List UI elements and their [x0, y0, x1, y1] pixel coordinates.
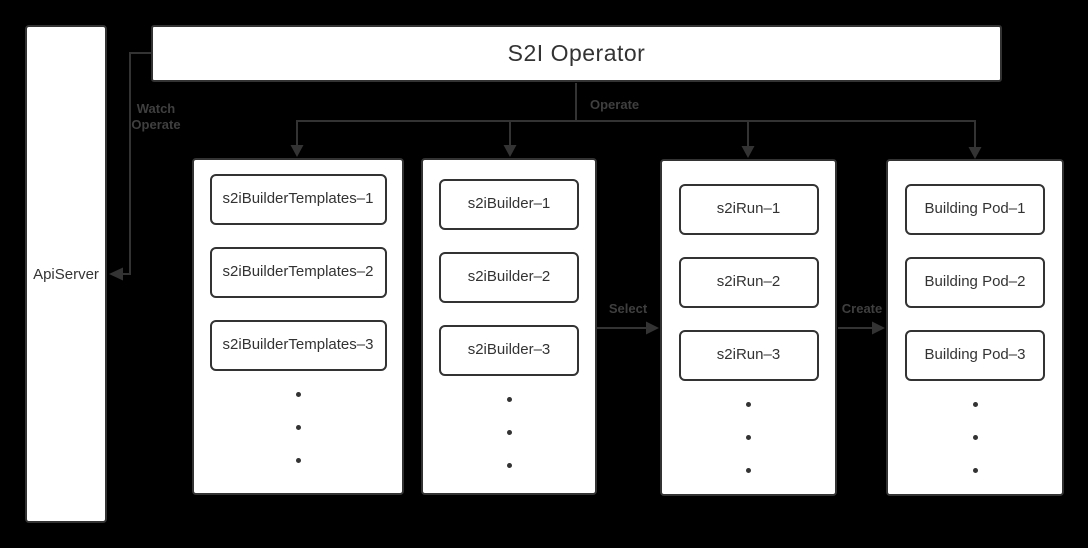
ellipsis-dot — [746, 435, 751, 440]
node-label: Building Pod–3 — [924, 346, 1026, 364]
ellipsis-dot — [506, 397, 512, 402]
ellipsis-dot — [972, 402, 978, 407]
arrowhead-down-col4 — [968, 147, 982, 159]
node-label: s2iRun–3 — [716, 346, 781, 364]
column-s2i-builder-templates: s2iBuilderTemplates–1 s2iBuilderTemplate… — [192, 158, 404, 495]
s2i-operator-title: S2I Operator — [507, 40, 646, 66]
node-label: s2iBuilderTemplates–1 — [222, 190, 374, 208]
node-s2ibuilder-3: s2iBuilder–3 — [439, 325, 579, 376]
arrowhead-down-col1 — [290, 145, 304, 157]
create-label: Create — [841, 301, 883, 316]
arrowhead-down-col3 — [741, 146, 755, 158]
watch-label-line2: Operate — [131, 116, 181, 132]
node-label: s2iBuilderTemplates–3 — [222, 336, 374, 354]
node-label: s2iBuilderTemplates–2 — [222, 263, 374, 281]
edge-watch-operate — [122, 52, 151, 275]
ellipsis-dot — [746, 468, 751, 473]
arrowhead-left-apiserver — [109, 267, 123, 281]
ellipsis-dots — [746, 402, 751, 473]
ellipsis-dot — [506, 463, 512, 468]
ellipsis-dot — [746, 402, 751, 407]
column-building-pods: Building Pod–1 Building Pod–2 Building P… — [886, 159, 1064, 496]
edge-operate-trunk — [296, 83, 976, 150]
node-building-pod-3: Building Pod–3 — [905, 330, 1045, 381]
ellipsis-dot — [972, 435, 978, 440]
node-label: s2iBuilder–3 — [467, 341, 551, 359]
node-label: Building Pod–1 — [924, 200, 1026, 218]
node-s2ibuildertemplates-2: s2iBuilderTemplates–2 — [209, 247, 387, 298]
column-s2i-runs: s2iRun–1 s2iRun–2 s2iRun–3 — [660, 159, 837, 496]
ellipsis-dot — [295, 458, 301, 463]
node-s2irun-3: s2iRun–3 — [678, 330, 819, 381]
node-building-pod-2: Building Pod–2 — [905, 257, 1045, 308]
node-label: s2iRun–2 — [716, 273, 781, 291]
ellipsis-dot — [295, 392, 301, 397]
ellipsis-dot — [295, 425, 301, 430]
ellipsis-dots — [972, 402, 978, 473]
node-s2ibuildertemplates-1: s2iBuilderTemplates–1 — [209, 174, 387, 225]
watch-label-line1: Watch — [136, 101, 176, 116]
node-label: s2iRun–1 — [716, 200, 781, 218]
node-s2irun-1: s2iRun–1 — [678, 184, 819, 235]
node-label: s2iBuilder–1 — [467, 195, 551, 213]
select-label: Select — [608, 301, 648, 316]
s2i-operator-box: S2I Operator — [151, 25, 1002, 82]
node-s2ibuilder-1: s2iBuilder–1 — [439, 179, 579, 230]
arrowhead-right-select — [646, 321, 659, 335]
ellipsis-dot — [972, 468, 978, 473]
operate-label: Operate — [590, 97, 640, 112]
node-label: Building Pod–2 — [924, 273, 1026, 291]
column-s2i-builders: s2iBuilder–1 s2iBuilder–2 s2iBuilder–3 — [421, 158, 597, 495]
node-s2irun-2: s2iRun–2 — [678, 257, 819, 308]
ellipsis-dots — [295, 392, 301, 463]
apiserver-box: ApiServer — [25, 25, 107, 523]
node-s2ibuildertemplates-3: s2iBuilderTemplates–3 — [209, 320, 387, 371]
node-s2ibuilder-2: s2iBuilder–2 — [439, 252, 579, 303]
arrowhead-right-create — [872, 321, 885, 335]
node-building-pod-1: Building Pod–1 — [905, 184, 1045, 235]
watch-operate-label: Watch Operate — [126, 101, 186, 133]
ellipsis-dots — [506, 397, 512, 468]
arrowhead-down-col2 — [503, 145, 517, 157]
ellipsis-dot — [506, 430, 512, 435]
node-label: s2iBuilder–2 — [467, 268, 551, 286]
apiserver-label: ApiServer — [33, 265, 99, 283]
